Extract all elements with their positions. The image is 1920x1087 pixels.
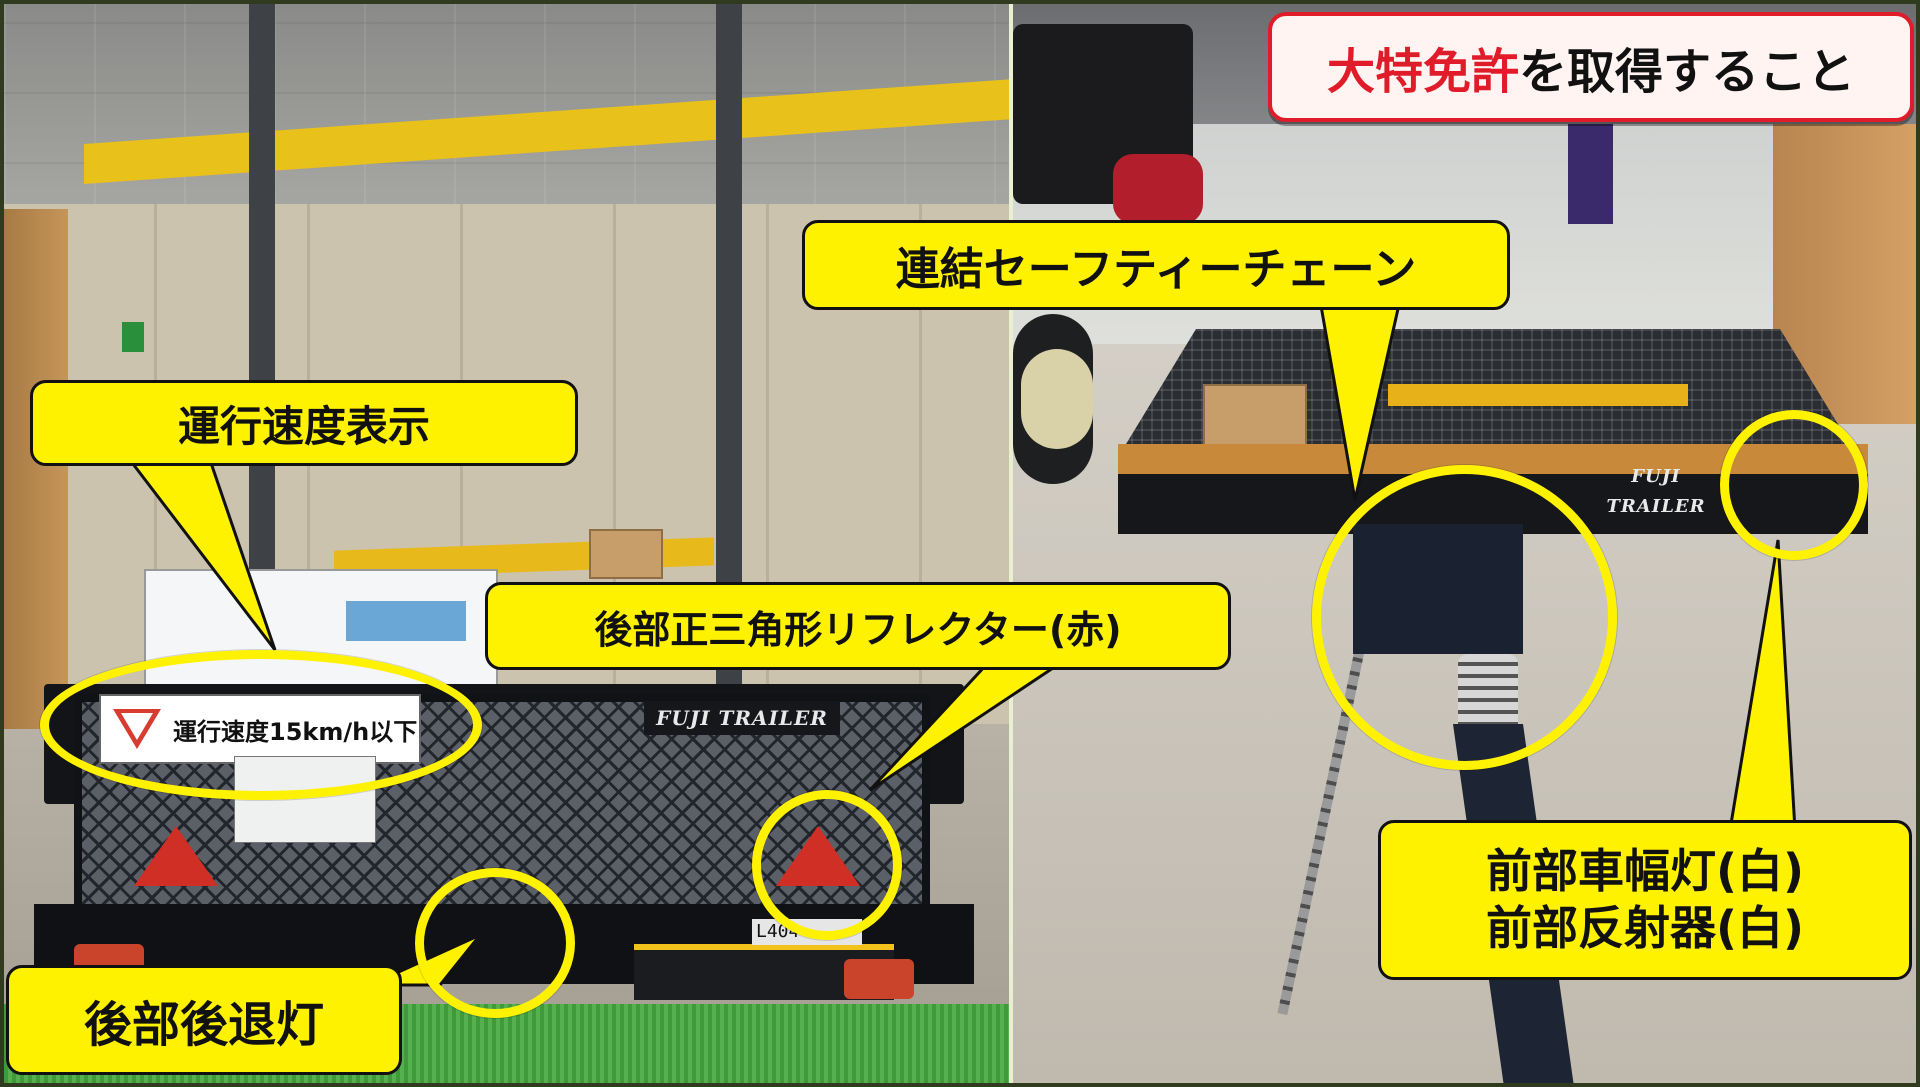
- tractor-wheel: [1021, 349, 1093, 449]
- pointer-rear-reflector: [868, 648, 1085, 792]
- headline-accent: 大特免許: [1326, 44, 1519, 100]
- highlight-ring-speed-sign: [40, 650, 482, 800]
- tractor-hood: [1113, 154, 1203, 224]
- callout-speed-display: 運行速度表示: [30, 380, 578, 466]
- headline-rest: を取得すること: [1519, 44, 1856, 100]
- highlight-ring-triangle-reflector: [752, 790, 902, 940]
- highlight-ring-reversing-lamp: [415, 868, 575, 1018]
- callout-front-lamp-reflector: 前部車幅灯(白) 前部反射器(白): [1378, 820, 1912, 980]
- wood-panel: [4, 209, 68, 729]
- trailer-yellow-bar: [1388, 384, 1688, 406]
- callout-rear-reversing-lamp: 後部後退灯: [6, 965, 402, 1075]
- highlight-ring-front-lamp: [1720, 410, 1868, 560]
- cardboard-box: [589, 529, 663, 579]
- exit-sign: [122, 322, 144, 352]
- callout-front-reflector: 前部反射器(白): [1485, 901, 1805, 955]
- triangle-reflector-left: [134, 826, 218, 886]
- callout-safety-chain: 連結セーフティーチェーン: [802, 220, 1510, 310]
- info-board-panel: [346, 601, 466, 641]
- headline-license-requirement: 大特免許を取得すること: [1268, 12, 1914, 122]
- brand-plate-left: FUJI TRAILER: [644, 701, 840, 735]
- highlight-ring-safety-chain: [1312, 465, 1617, 770]
- pointer-front-lamp: [1728, 539, 1797, 832]
- brand-plate-right: FUJI TRAILER: [1606, 466, 1706, 517]
- callout-rear-triangle-reflector: 後部正三角形リフレクター(赤): [485, 582, 1231, 670]
- pointer-speed-display: [126, 458, 277, 651]
- tail-lamp-right: [844, 959, 914, 999]
- banner: [1568, 124, 1613, 224]
- callout-front-clearance-lamp: 前部車幅灯(白): [1485, 843, 1805, 898]
- pointer-safety-chain: [1318, 298, 1402, 501]
